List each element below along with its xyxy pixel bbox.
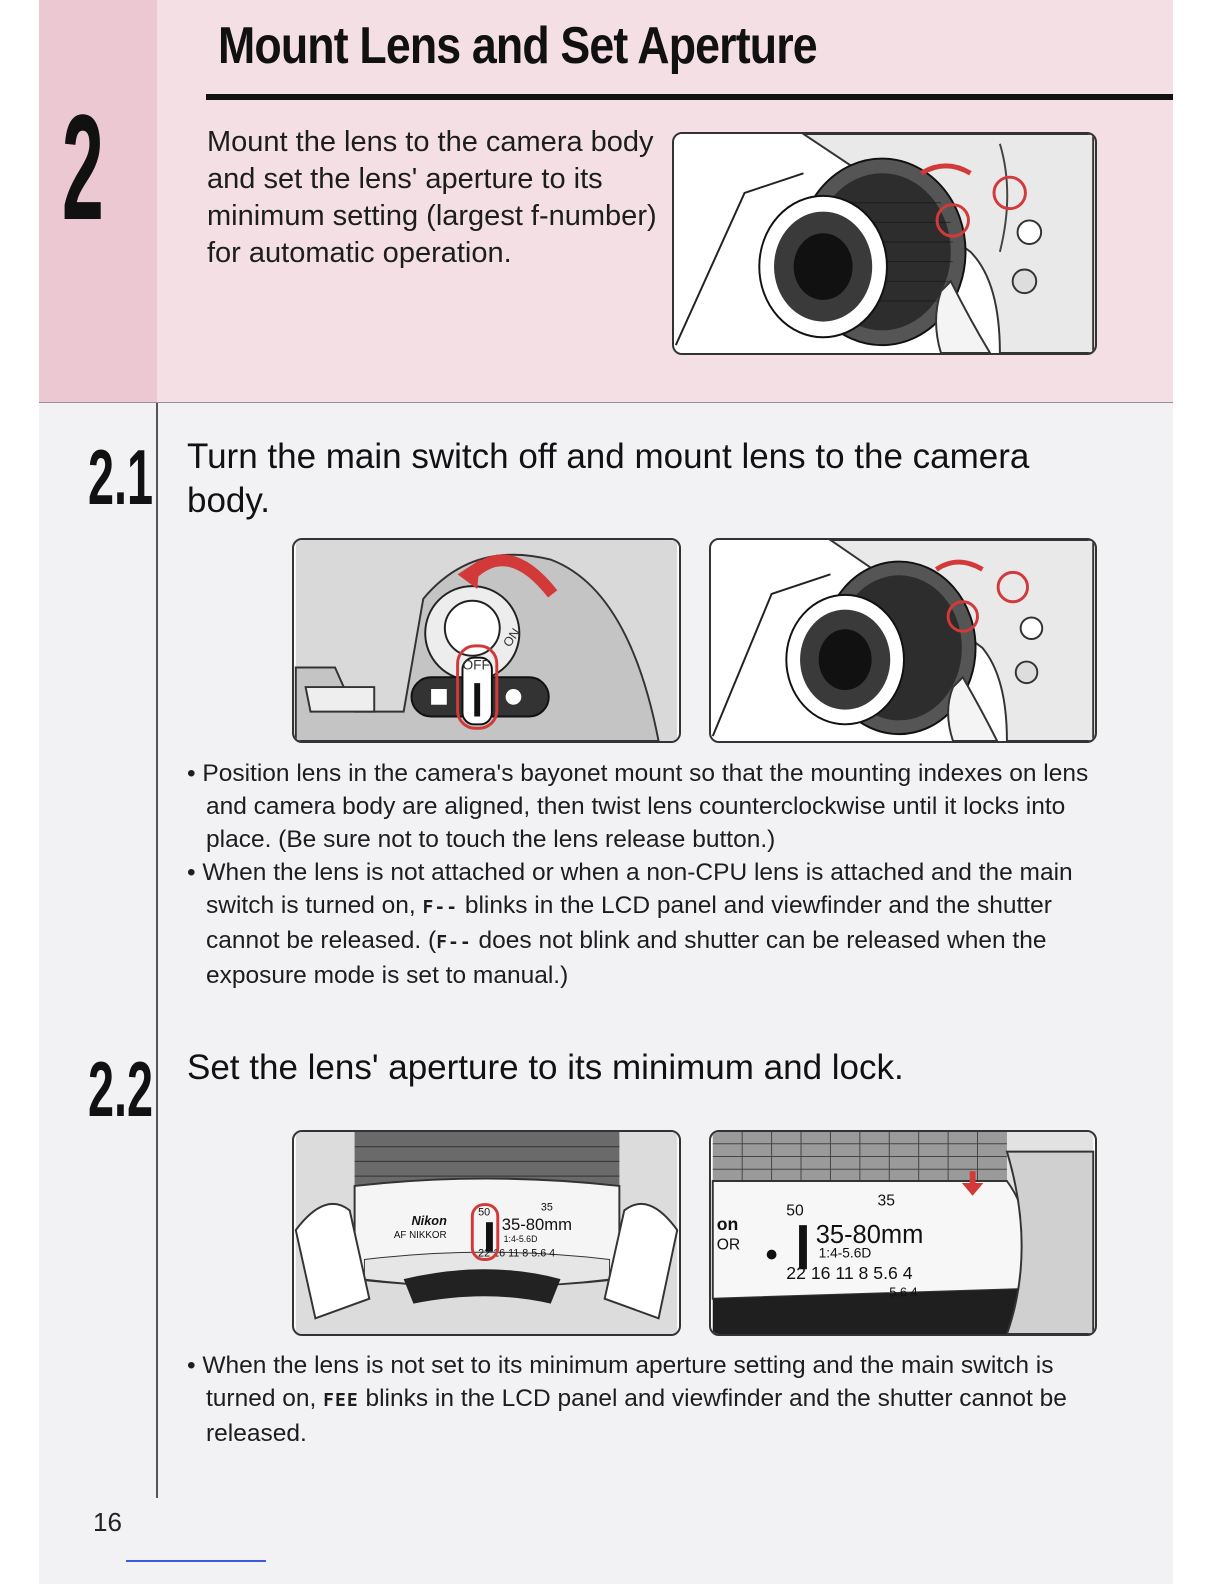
note-item: • Position lens in the camera's bayonet …: [187, 760, 1089, 853]
figure-aperture-closeup: 50 35 35-80mm 1:4-5.6D 22 16 11 8 5.6 4 …: [709, 1130, 1097, 1336]
note-text: Position lens in the camera's bayonet mo…: [202, 760, 1089, 853]
step-number-main: 2: [62, 83, 104, 251]
lens-brand: Nikon: [411, 1213, 447, 1228]
figure-lens-mount: [672, 132, 1097, 355]
intro-text: Mount the lens to the camera body and se…: [207, 126, 657, 269]
title-underline: [206, 94, 1173, 100]
note-item: • When the lens is not attached or when …: [187, 859, 1073, 989]
page-title: Mount Lens and Set Aperture: [218, 17, 818, 75]
max-aperture: 1:4-5.6D: [504, 1234, 538, 1244]
focal-35: 35: [541, 1201, 553, 1213]
closeup-zoom-range: 35-80mm: [816, 1221, 924, 1249]
note-text-part1: When the lens is not attached or when a …: [202, 859, 1073, 919]
note-text-part3: does not blink and shutter can be releas…: [206, 927, 1047, 989]
step-2-1-heading: Turn the main switch off and mount lens …: [187, 437, 1030, 520]
band-divider: [39, 402, 1173, 403]
figure-lens-twist: [709, 538, 1097, 743]
lcd-indicator-fee: FEE: [323, 1390, 359, 1411]
zoom-range: 35-80mm: [502, 1215, 572, 1234]
note-text-part2: blinks in the LCD panel and viewfinder a…: [206, 1385, 1067, 1447]
page-number: 16: [93, 1507, 122, 1537]
focal-50: 50: [478, 1206, 490, 1218]
aperture-closeup-illustration: 50 35 35-80mm 1:4-5.6D 22 16 11 8 5.6 4 …: [711, 1132, 1095, 1334]
figure-main-switch: OFF ON: [292, 538, 681, 743]
footer-link-underline: [126, 1560, 266, 1562]
closeup-max-aperture: 1:4-5.6D: [819, 1246, 872, 1261]
note-text-part2: blinks in the LCD panel and viewfinder a…: [206, 892, 1052, 954]
lcd-indicator-f: F--: [422, 897, 459, 918]
step-number-2-2: 2.2: [88, 1045, 154, 1133]
step-column-rule: [156, 403, 158, 1498]
note-item: • When the lens is not set to its minimu…: [187, 1352, 1067, 1447]
lcd-indicator-f: F--: [436, 932, 472, 953]
step-2-2-notes: • When the lens is not set to its minimu…: [187, 1349, 1087, 1450]
closeup-crop-text: on: [717, 1214, 739, 1234]
title-band-side: [39, 0, 157, 403]
closeup-aperture-small: 5.6 4: [889, 1285, 917, 1300]
closeup-focal-50: 50: [786, 1202, 804, 1219]
step-2-2-heading: Set the lens' aperture to its minimum an…: [187, 1048, 904, 1087]
step-number-2-1: 2.1: [88, 433, 154, 521]
note-text-part1: When the lens is not set to its minimum …: [202, 1352, 1054, 1412]
main-switch-illustration: OFF ON: [294, 540, 678, 741]
lens-twist-illustration: [711, 540, 1095, 741]
step-2-1-notes: • Position lens in the camera's bayonet …: [187, 757, 1127, 992]
figure-aperture-ring: Nikon AF NIKKOR 50 35 35-80mm 1:4-5.6D 2…: [292, 1130, 681, 1336]
closeup-crop-text-2: OR: [717, 1237, 741, 1254]
switch-off-label: OFF: [462, 657, 489, 672]
aperture-ring-illustration: Nikon AF NIKKOR 50 35 35-80mm 1:4-5.6D 2…: [294, 1132, 679, 1334]
lens-mount-illustration: [674, 134, 1095, 353]
lens-line: AF NIKKOR: [394, 1230, 447, 1241]
closeup-aperture-scale: 22 16 11 8 5.6 4: [786, 1263, 912, 1283]
closeup-focal-35: 35: [878, 1193, 896, 1210]
